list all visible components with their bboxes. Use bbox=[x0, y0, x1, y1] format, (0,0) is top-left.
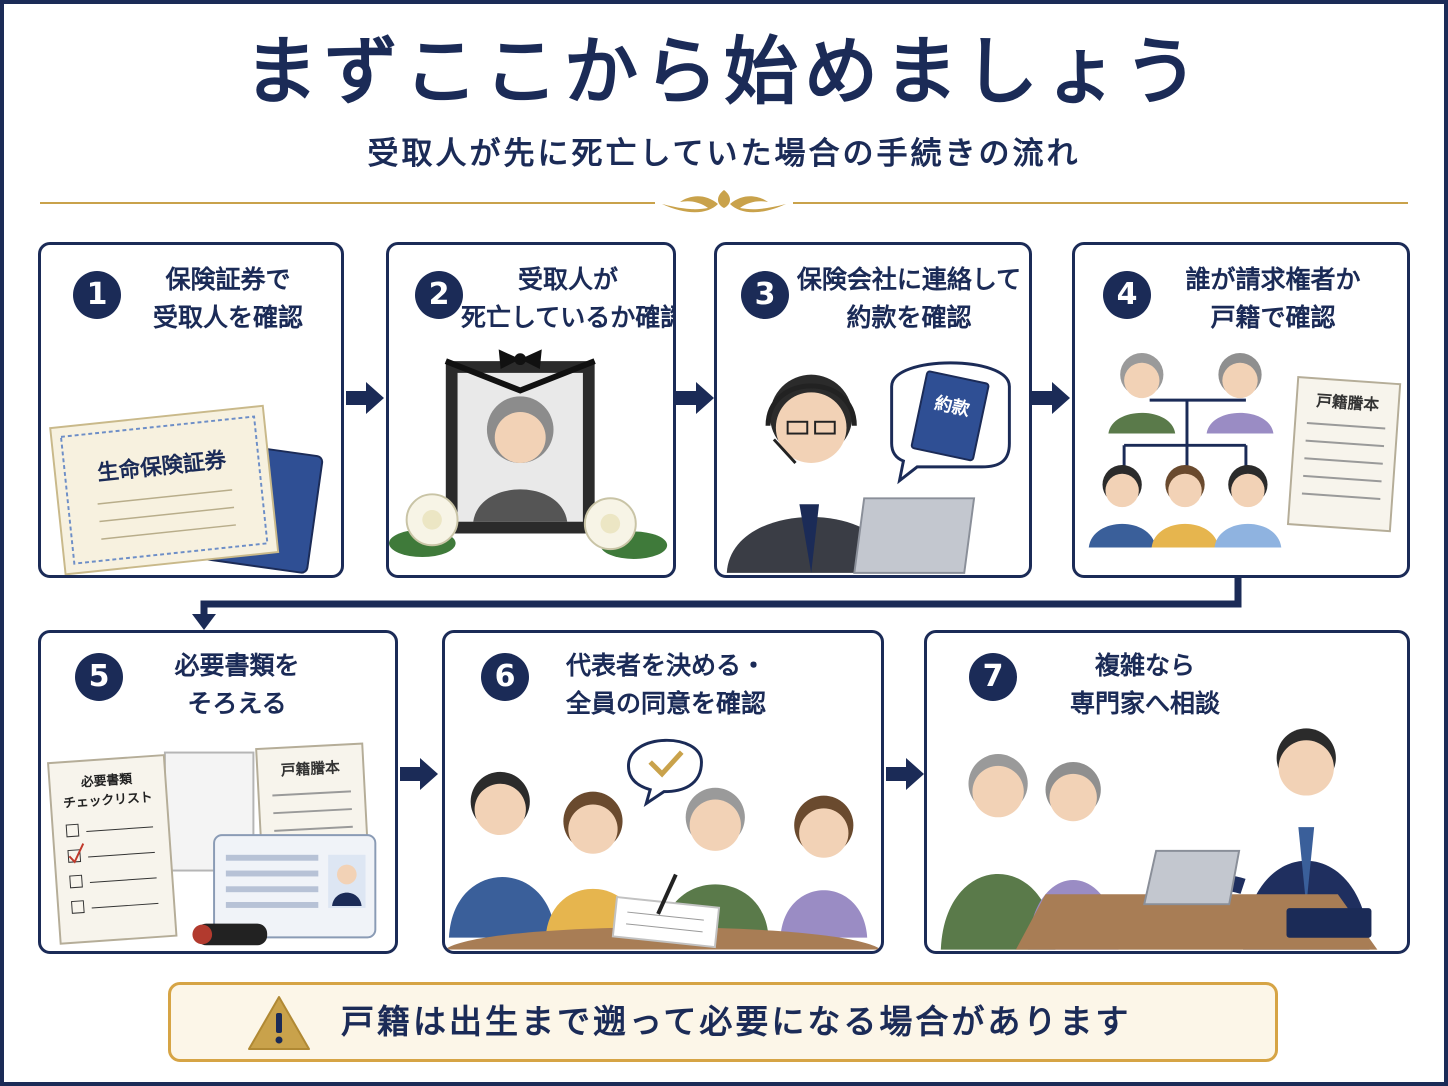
warning-triangle-icon bbox=[248, 996, 310, 1050]
checkbox-icon bbox=[67, 843, 155, 864]
step-card-2: 2 受取人が 死亡しているか確認 bbox=[386, 242, 676, 578]
step-label-line: 代表者を決める・ bbox=[565, 651, 766, 680]
step-header: 1 保険証券で 受取人を確認 bbox=[41, 245, 341, 355]
step-label-line: 約款を確認 bbox=[846, 303, 972, 332]
step-label: 受取人が 死亡しているか確認 bbox=[461, 261, 676, 337]
step-label-line: 複雑なら bbox=[1094, 651, 1195, 680]
step-label-line: 受取人を確認 bbox=[152, 303, 303, 332]
flow-arrow-icon bbox=[400, 758, 438, 790]
step-label-line: 戸籍で確認 bbox=[1210, 303, 1336, 332]
page-title: まずここから始めましょう bbox=[244, 29, 1204, 115]
step-label-line: 受取人が bbox=[517, 265, 618, 294]
flow-arrow-icon bbox=[886, 758, 924, 790]
family-register-text: 戸籍謄本 bbox=[1316, 391, 1380, 414]
step-number-badge: 7 bbox=[969, 653, 1017, 701]
step-header: 6 代表者を決める・ 全員の同意を確認 bbox=[445, 633, 881, 743]
step-header: 7 複雑なら 専門家へ相談 bbox=[927, 633, 1407, 743]
family-tree-illustration: 戸籍謄本 bbox=[1088, 352, 1402, 548]
step-header: 2 受取人が 死亡しているか確認 bbox=[389, 245, 673, 355]
flow-arrow-icon bbox=[1032, 382, 1070, 414]
step-label-line: そろえる bbox=[187, 689, 287, 718]
person-icon bbox=[1214, 464, 1282, 548]
person-icon bbox=[448, 771, 556, 938]
check-icon bbox=[648, 750, 684, 778]
person-icon bbox=[1151, 464, 1219, 548]
insurance-policy-illustration: 生命保険証券 bbox=[49, 404, 324, 575]
call-center-illustration: 約款 bbox=[726, 361, 1011, 574]
step-label-line: 必要書類を bbox=[174, 651, 300, 680]
step-card-6: 6 代表者を決める・ 全員の同意を確認 bbox=[442, 630, 884, 954]
flow-arrow-icon bbox=[676, 382, 714, 414]
person-icon bbox=[1108, 352, 1176, 434]
family-agreement-illustration bbox=[445, 738, 881, 950]
flower-icon bbox=[583, 497, 668, 559]
checkbox-icon bbox=[65, 823, 154, 838]
step-header: 3 保険会社に連絡して 約款を確認 bbox=[717, 245, 1029, 355]
step-card-4: 4 誰が請求権者か 戸籍で確認 戸籍謄本 bbox=[1072, 242, 1410, 578]
step-label: 誰が請求権者か 戸籍で確認 bbox=[1157, 261, 1389, 337]
flow-connector-icon bbox=[192, 578, 1242, 630]
person-icon bbox=[780, 795, 868, 938]
step-number-badge: 3 bbox=[741, 271, 789, 319]
stamp-icon bbox=[192, 923, 268, 946]
step-card-1: 1 保険証券で 受取人を確認 生命保険証券 bbox=[38, 242, 344, 578]
checkbox-icon bbox=[69, 874, 157, 889]
step-label: 保険証券で 受取人を確認 bbox=[123, 261, 333, 337]
step-number-badge: 1 bbox=[73, 271, 121, 319]
checkbox-icon bbox=[71, 900, 159, 914]
step-label-line: 専門家へ相談 bbox=[1069, 689, 1220, 718]
step-label: 複雑なら 専門家へ相談 bbox=[1027, 647, 1263, 723]
step-label-line: 保険証券で bbox=[165, 265, 291, 294]
family-register-text: 戸籍謄本 bbox=[280, 758, 340, 779]
consultation-illustration bbox=[940, 728, 1378, 950]
person-icon bbox=[1206, 352, 1274, 434]
page-subtitle: 受取人が先に死亡していた場合の手続きの流れ bbox=[367, 136, 1081, 172]
step-number-badge: 4 bbox=[1103, 271, 1151, 319]
step-label-line: 保険会社に連絡して bbox=[796, 265, 1022, 294]
checklist-title-text: 必要書類 bbox=[79, 771, 132, 791]
person-icon bbox=[1088, 464, 1156, 548]
step-card-3: 3 保険会社に連絡して 約款を確認 約款 bbox=[714, 242, 1032, 578]
step-header: 4 誰が請求権者か 戸籍で確認 bbox=[1075, 245, 1407, 355]
ornament-divider bbox=[40, 190, 1408, 213]
step-label: 代表者を決める・ 全員の同意を確認 bbox=[541, 647, 791, 723]
documents-illustration: 戸籍謄本 必要書類 チェックリスト bbox=[47, 742, 377, 946]
memorial-portrait-illustration bbox=[389, 349, 668, 559]
step-card-5: 5 必要書類を そろえる 戸籍謄本 必要書類 チェックリスト bbox=[38, 630, 398, 954]
step-label: 保険会社に連絡して 約款を確認 bbox=[791, 261, 1027, 337]
pen-icon bbox=[656, 873, 678, 915]
step-number-badge: 2 bbox=[415, 271, 463, 319]
flow-arrow-icon bbox=[346, 382, 384, 414]
step-header: 5 必要書類を そろえる bbox=[41, 633, 395, 743]
step-label-line: 誰が請求権者か bbox=[1185, 265, 1361, 294]
step-card-7: 7 複雑なら 専門家へ相談 bbox=[924, 630, 1410, 954]
step-label-line: 死亡しているか確認 bbox=[461, 303, 676, 332]
step-label-line: 全員の同意を確認 bbox=[565, 689, 766, 718]
warning-banner: 戸籍は出生まで遡って必要になる場合があります bbox=[168, 982, 1278, 1062]
step-number-badge: 6 bbox=[481, 653, 529, 701]
warning-text: 戸籍は出生まで遡って必要になる場合があります bbox=[341, 1002, 1132, 1041]
step-label: 必要書類を そろえる bbox=[137, 647, 337, 723]
checklist-subtitle-text: チェックリスト bbox=[63, 790, 153, 811]
flower-icon bbox=[389, 493, 459, 557]
step-number-badge: 5 bbox=[75, 653, 123, 701]
